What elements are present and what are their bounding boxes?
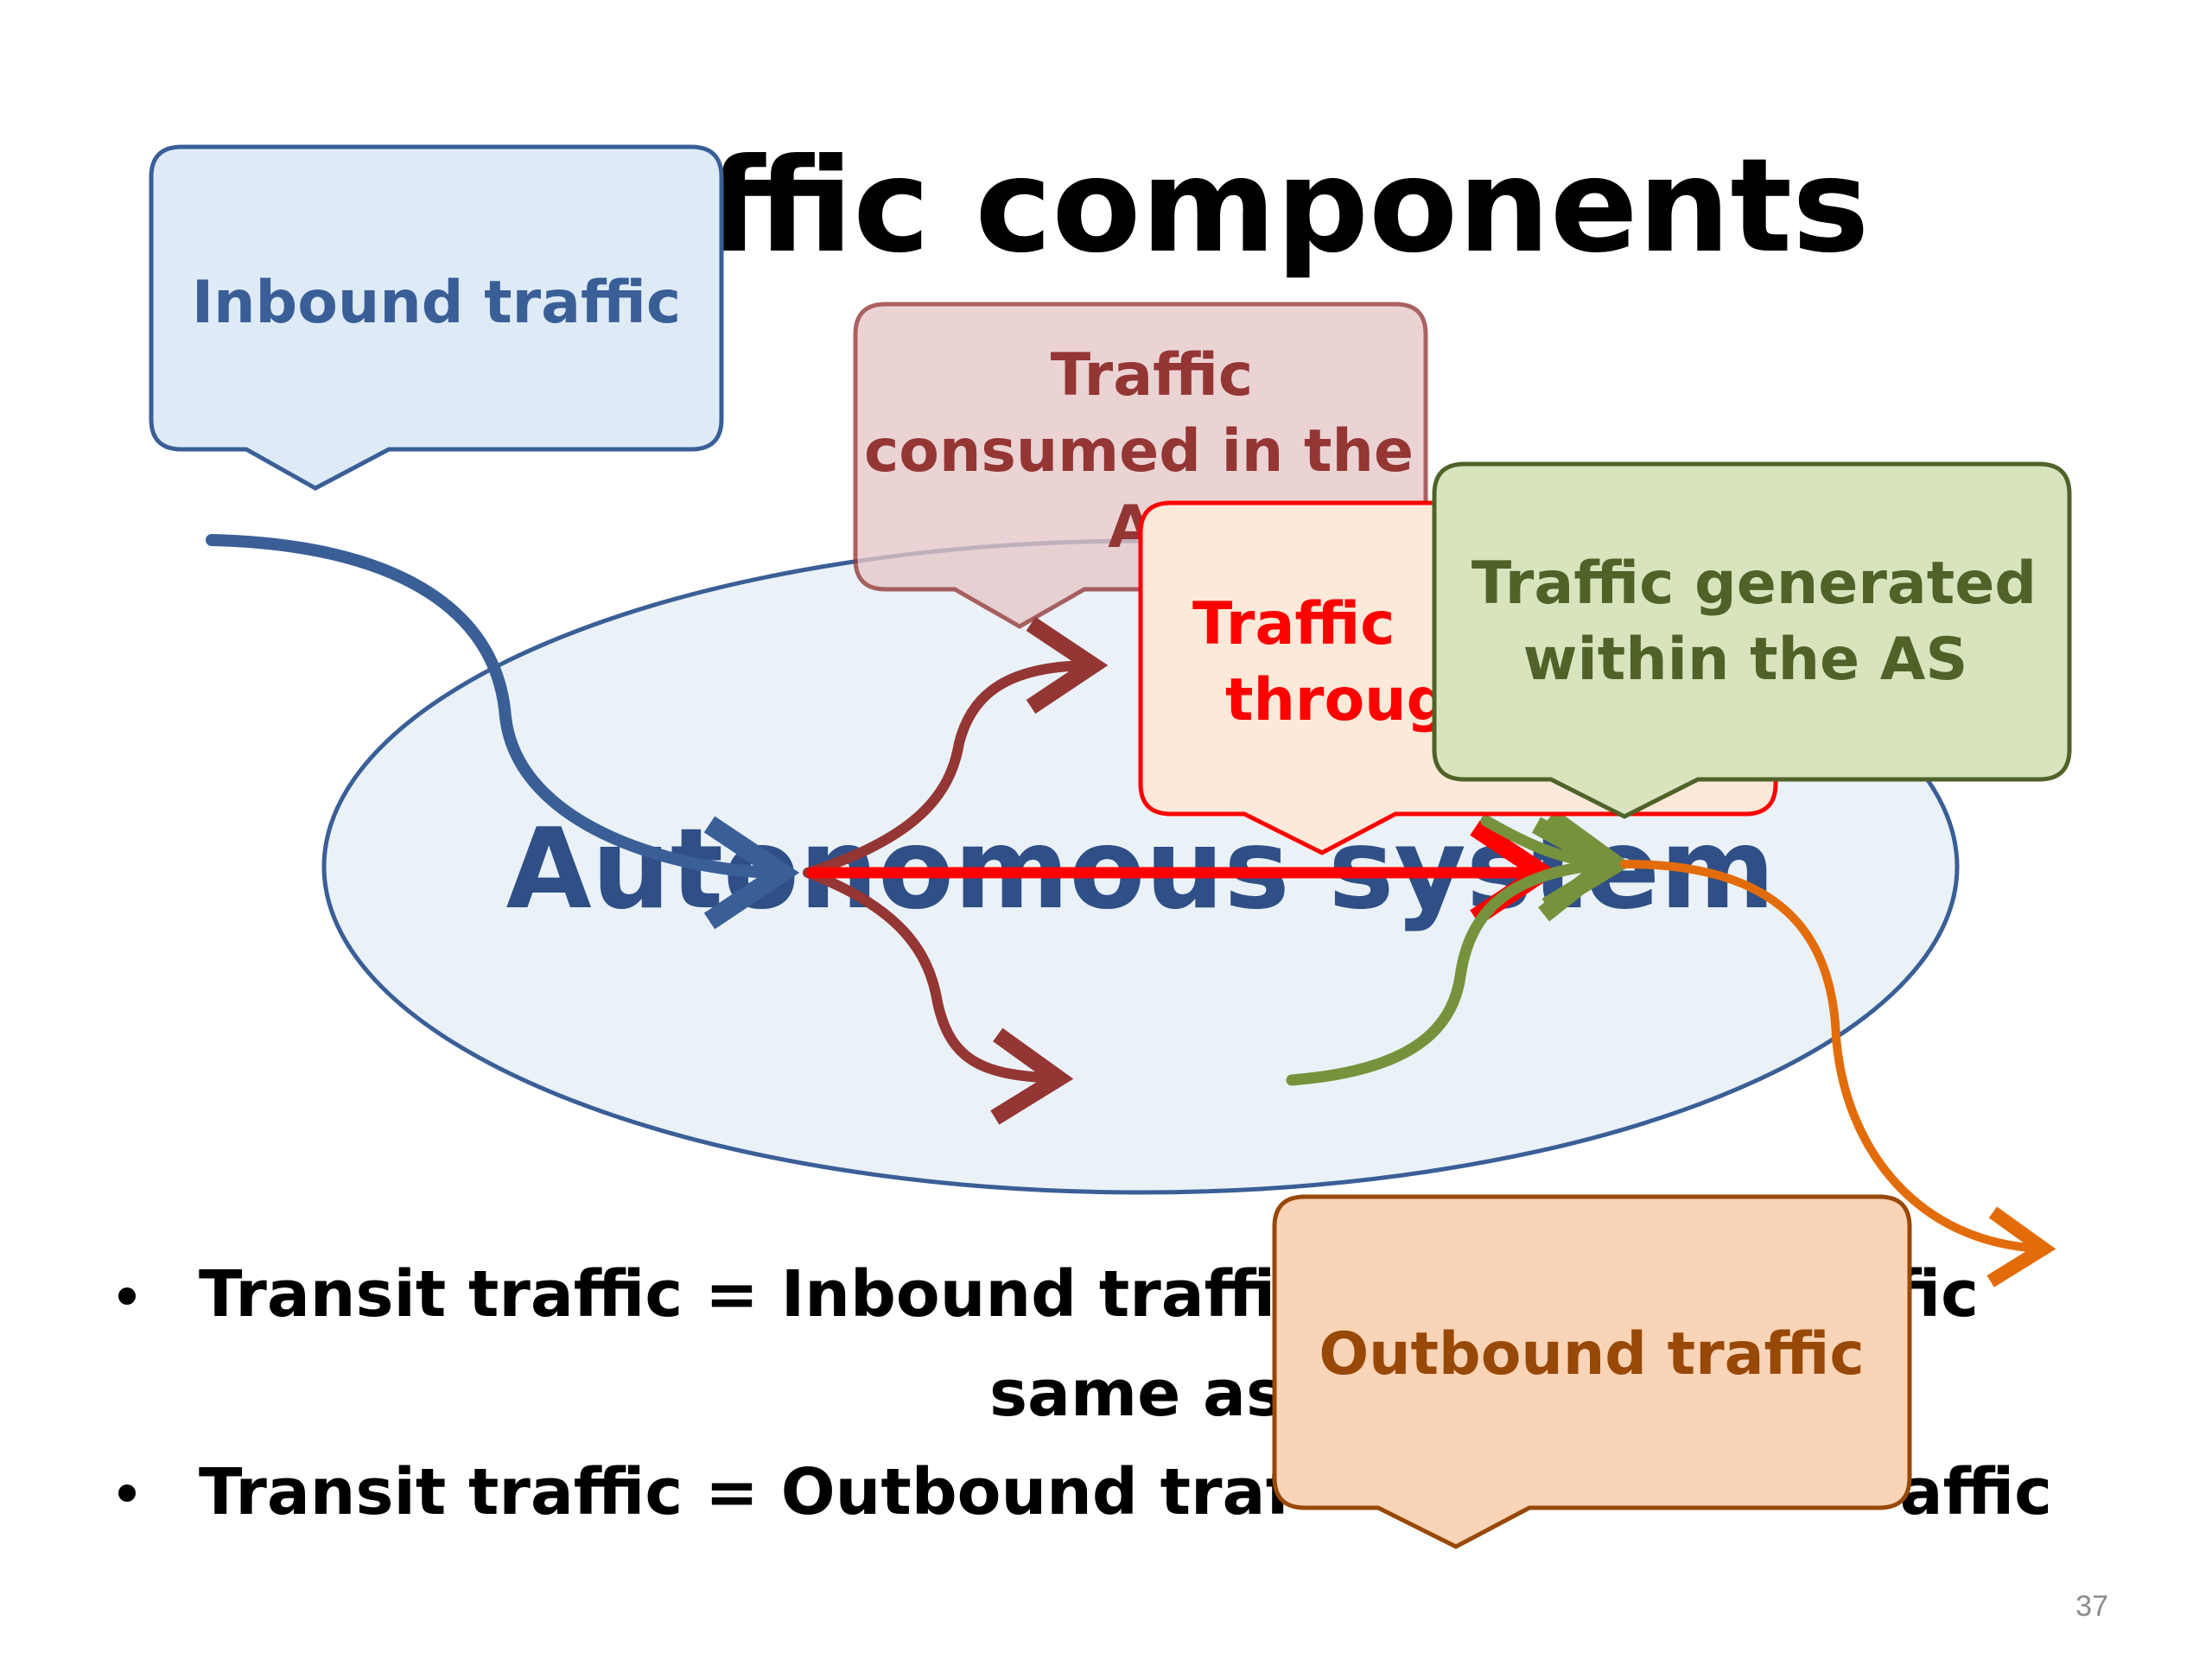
callout-generated-line-1: Traffic generated [1471, 550, 2037, 618]
bullet-list: Transit traffic = Inbound traffi fic sam… [118, 1257, 2052, 1529]
bullet-1-continuation: same as [989, 1357, 1284, 1431]
generated-arrow-upper [1480, 809, 1632, 914]
bullet-2-tail: affic [1900, 1455, 2052, 1529]
bullet-dot-1 [118, 1287, 136, 1305]
callout-inbound [149, 144, 724, 491]
inbound-arrow [206, 534, 800, 930]
bullet-2-text: Transit traffic = Outbound traf [199, 1455, 1294, 1529]
slide-title: ffic components [709, 131, 1869, 282]
bullet-1-text: Transit traffic = Inbound traffi [199, 1257, 1275, 1332]
consumed-arrow-up [803, 617, 1109, 878]
callout-consumed-line-2: consumed in the [864, 417, 1414, 486]
callout-generated [1432, 461, 2072, 819]
page-number: 37 [2075, 1590, 2108, 1623]
callout-consumed-line-1: Traffic [1051, 341, 1253, 410]
consumed-arrow-down [803, 868, 1074, 1125]
generated-arrow-lower [1286, 817, 1624, 1086]
bullet-dot-2 [118, 1484, 136, 1502]
callout-outbound [1272, 1194, 1912, 1549]
outbound-arrow [1620, 860, 2056, 1287]
callout-generated-line-2: within the AS [1523, 626, 1968, 694]
callout-through-line-1: Traffic [1192, 590, 1395, 658]
callout-inbound-label: Inbound traffic [192, 269, 681, 337]
callout-outbound-label: Outbound traffic [1319, 1320, 1864, 1389]
